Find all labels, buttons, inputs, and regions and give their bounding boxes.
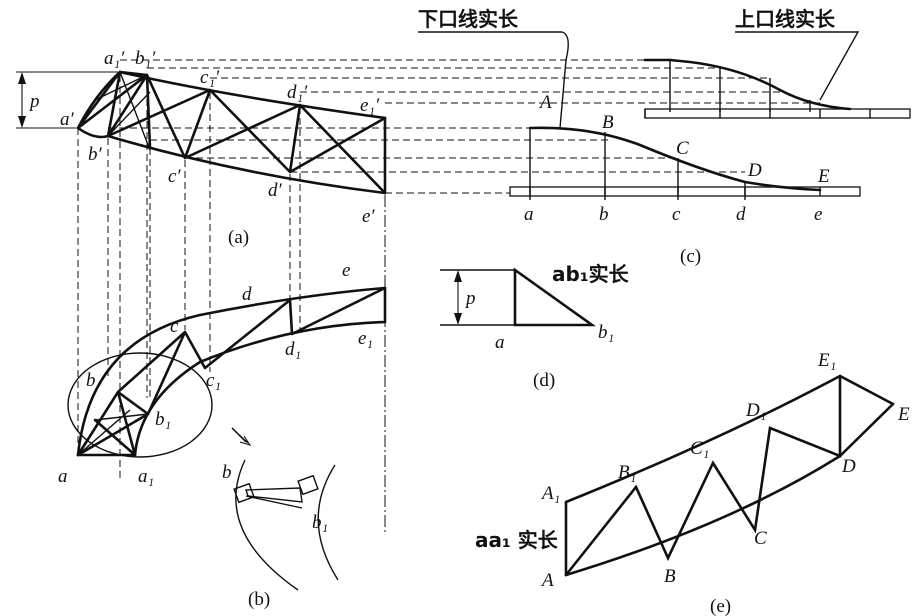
projection-lines-a-to-b (77, 75, 301, 478)
view-a-elevation: p a′ a₁′ b′ b₁′ c′ c₁′ d′ d₁′ e′ e₁′ (a) (16, 48, 387, 248)
view-c-true-lengths: 下口线实长 上口线实长 A B C D E a b c d e (c) (418, 7, 911, 267)
label-c: c (170, 316, 179, 337)
lower-ordinates (529, 128, 746, 200)
detail-outer-arc (235, 459, 299, 591)
label-d1: d₁ (285, 339, 301, 360)
view-a-lower-edge (106, 134, 387, 195)
label-c-prime: c′ (168, 166, 181, 187)
label-e-B1: B₁ (618, 462, 636, 483)
detail-member (245, 487, 303, 509)
label-e-B: B (664, 566, 676, 587)
title-ab1-true-length: ab₁实长 (552, 262, 630, 286)
label-a-prime: a′ (60, 109, 75, 130)
caption-a: (a) (228, 227, 249, 248)
detail-circle (67, 352, 213, 458)
view-a-lower-edge-left (76, 126, 110, 139)
view-a-inner-members (94, 71, 151, 151)
title-lower-true-length: 下口线实长 (418, 7, 519, 31)
label-c-a: a (524, 204, 534, 225)
view-a-truss-members (76, 70, 387, 195)
view-d-extension-lines (440, 269, 515, 326)
view-e-upper-edge (564, 374, 895, 504)
lower-strip (509, 186, 861, 197)
label-c-E: E (817, 166, 830, 187)
label-a1-prime: a₁′ (104, 48, 125, 69)
label-c-B: B (602, 112, 614, 133)
label-e-E1: E₁ (817, 350, 836, 371)
label-e-A1: A₁ (540, 483, 560, 504)
label-c-C: C (676, 138, 689, 159)
view-b-truss-members (76, 286, 387, 457)
view-d-p-arrowheads (454, 270, 462, 325)
label-c-D: D (747, 160, 762, 181)
detail-arrow-shaft (231, 427, 247, 443)
label-a: a (58, 466, 68, 487)
label-b1-prime: b₁′ (135, 48, 156, 69)
label-b: b (86, 370, 96, 391)
view-e-development: A₁ A B₁ B C₁ C D₁ D E₁ E aa₁ 实长 (e) (475, 350, 910, 616)
view-d-triangle: p ab₁实长 a b₁ (d) (440, 262, 630, 391)
label-e1-prime: e₁′ (360, 95, 380, 116)
label-c-c: c (672, 204, 681, 225)
view-d-true-length-triangle (513, 267, 597, 327)
label-b-prime: b′ (88, 144, 103, 165)
view-e-lower-edge (564, 402, 895, 577)
caption-b: (b) (248, 589, 270, 610)
label-e-D1: D₁ (745, 400, 766, 421)
view-b-outer-arc (76, 286, 387, 457)
view-d-p-label: p (464, 288, 476, 309)
label-a1: a₁ (138, 466, 154, 487)
label-e-C: C (754, 528, 767, 549)
label-d: d (242, 284, 252, 305)
view-a-upper-edge (118, 70, 387, 120)
label-e1: e₁ (358, 328, 373, 349)
detail-inner-arc (317, 464, 339, 581)
label-c1: c₁ (206, 370, 221, 391)
label-d-prime: d′ (268, 180, 283, 201)
view-a-p-label: p (28, 91, 40, 112)
label-e-D: D (841, 456, 856, 477)
label-c-d: d (736, 204, 746, 225)
upper-strip-ticks (644, 109, 871, 118)
view-d-label-b1: b₁ (598, 322, 614, 343)
view-d-label-a: a (495, 332, 505, 353)
label-e-E: E (897, 404, 910, 425)
label-c-b: b (599, 204, 609, 225)
upper-title-leader (735, 31, 860, 101)
upper-ordinates (669, 60, 811, 112)
title-upper-true-length: 上口线实长 (735, 7, 836, 31)
label-e-A: A (540, 570, 554, 591)
lower-title-leader (418, 31, 569, 129)
label-e-prime: e′ (362, 206, 375, 227)
label-e-C1: C₁ (690, 438, 709, 459)
caption-c: (c) (680, 246, 701, 267)
title-aa1-true-length: aa₁ 实长 (475, 528, 559, 552)
projection-lines-a-to-c (108, 59, 820, 194)
view-b-inner-members (77, 409, 149, 456)
caption-d: (d) (533, 370, 555, 391)
label-e: e (342, 260, 350, 281)
detail-label-b1: b₁ (312, 512, 328, 533)
label-c-A: A (538, 92, 552, 113)
lower-true-length-curve (528, 126, 822, 192)
caption-e: (e) (710, 596, 731, 616)
detail-label-b: b (222, 462, 232, 483)
label-b1: b₁ (155, 409, 171, 430)
upper-true-length-curve (668, 58, 852, 111)
view-b-plan: b b₁ a a₁ b b₁ c c₁ d d₁ e e₁ (b) (58, 260, 387, 610)
view-e-truss-members (564, 374, 842, 577)
view-a-p-arrowheads (18, 72, 26, 128)
label-c-e: e (814, 204, 822, 225)
label-d1-prime: d₁′ (287, 82, 308, 103)
